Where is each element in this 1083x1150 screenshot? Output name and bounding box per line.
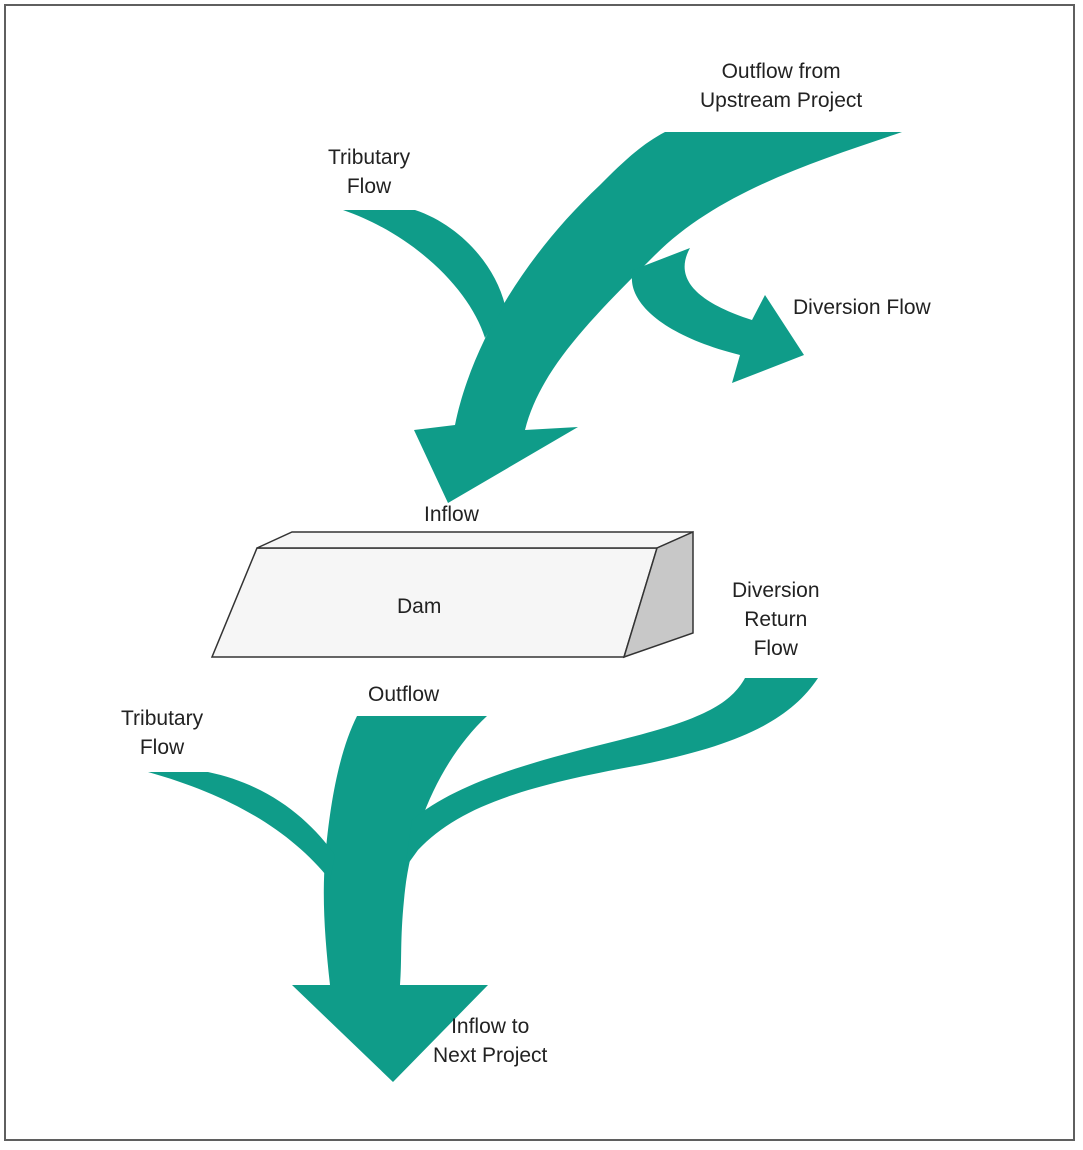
label-outflow-upstream: Outflow from Upstream Project: [700, 57, 862, 115]
diversion-flow-arrow: [631, 248, 804, 383]
label-outflow-upstream-line1: Outflow from: [721, 60, 841, 83]
diversion-return-arrow: [405, 678, 818, 868]
label-dam-text: Dam: [397, 595, 442, 618]
label-tributary-bottom-line1: Tributary: [121, 707, 204, 730]
label-tributary-top-line1: Tributary: [328, 146, 411, 169]
label-outflow-upstream-line2: Upstream Project: [700, 89, 863, 112]
label-tributary-top-line2: Flow: [346, 175, 392, 198]
label-outflow-text: Outflow: [368, 683, 440, 706]
label-inflow-next-line1: Inflow to: [451, 1015, 530, 1038]
label-inflow: Inflow: [424, 500, 479, 529]
tributary-flow-bottom-arrow: [148, 772, 335, 880]
label-diversion-return-line3: Flow: [753, 637, 798, 660]
label-dam: Dam: [397, 592, 441, 621]
label-outflow: Outflow: [368, 680, 439, 709]
label-tributary-bottom-line2: Flow: [139, 736, 185, 759]
dam: [210, 530, 694, 659]
label-diversion-flow: Diversion Flow: [793, 293, 931, 322]
label-diversion-flow-text: Diversion Flow: [793, 296, 931, 319]
label-diversion-return: Diversion Return Flow: [732, 576, 820, 663]
label-tributary-bottom: Tributary Flow: [121, 704, 203, 762]
label-inflow-text: Inflow: [424, 503, 479, 526]
outflow-arrow: [292, 716, 488, 1082]
tributary-flow-top-arrow: [343, 210, 505, 338]
label-diversion-return-line1: Diversion: [732, 579, 820, 602]
label-inflow-next: Inflow to Next Project: [433, 1012, 547, 1070]
label-diversion-return-line2: Return: [744, 608, 808, 631]
upstream-outflow-arrow: [414, 132, 902, 503]
label-inflow-next-line2: Next Project: [433, 1044, 548, 1067]
label-tributary-top: Tributary Flow: [328, 143, 410, 201]
